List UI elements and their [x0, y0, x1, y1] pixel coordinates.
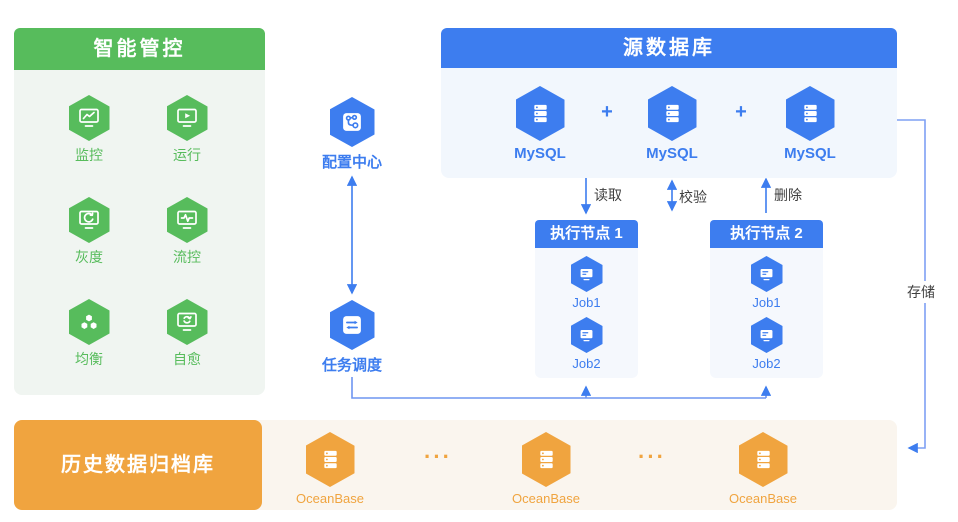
smart-item-gray-release: 灰度	[44, 197, 134, 267]
delete-label: 删除	[774, 187, 802, 203]
job-monitor-icon	[750, 317, 783, 353]
mysql-node-1: MySQL	[495, 86, 585, 162]
smart-item-label: 流控	[173, 249, 201, 265]
source-db-header: 源数据库	[441, 28, 897, 68]
verify-label: 校验	[679, 189, 707, 205]
mysql-node-2: MySQL	[627, 86, 717, 162]
job-monitor-icon	[570, 256, 603, 292]
oceanbase-node-2: OceanBase	[496, 432, 596, 506]
job-monitor-icon	[570, 317, 603, 353]
exec-node-2-header: 执行节点 2	[710, 220, 823, 248]
oceanbase-label: OceanBase	[296, 491, 364, 506]
task-dispatch-line	[351, 377, 766, 399]
smart-item-label: 均衡	[75, 351, 103, 367]
server-icon	[515, 86, 565, 141]
config-center-node: 配置中心	[302, 97, 402, 172]
job-label: Job2	[572, 356, 601, 371]
smart-item-label: 自愈	[173, 351, 201, 367]
archive-header: 历史数据归档库	[14, 420, 262, 510]
smart-item-self-healing: 自愈	[142, 299, 232, 369]
smart-item-label: 运行	[173, 147, 201, 163]
ellipsis-separator: ···	[424, 444, 452, 469]
server-icon	[305, 432, 355, 487]
monitor-play-icon	[166, 95, 208, 141]
smart-control-header: 智能管控	[14, 28, 265, 70]
oceanbase-node-1: OceanBase	[280, 432, 380, 506]
monitor-chart-icon	[68, 95, 110, 141]
job-label: Job1	[752, 295, 781, 310]
config-icon	[329, 97, 375, 147]
monitor-refresh-icon	[68, 197, 110, 243]
server-icon	[785, 86, 835, 141]
oceanbase-node-3: OceanBase	[713, 432, 813, 506]
smart-item-balancing: 均衡	[44, 299, 134, 369]
smart-item-monitoring: 监控	[44, 95, 134, 165]
oceanbase-label: OceanBase	[729, 491, 797, 506]
job-label: Job2	[752, 356, 781, 371]
exec-node-2-card: Job1 Job2	[710, 248, 823, 378]
plus-separator: +	[601, 101, 613, 123]
mysql-label: MySQL	[646, 145, 698, 162]
ellipsis-separator: ···	[638, 444, 666, 469]
read-label: 读取	[594, 187, 622, 203]
smart-control-panel	[14, 70, 265, 395]
exec-node-1-card: Job1 Job2	[535, 248, 638, 378]
monitor-pulse-icon	[166, 197, 208, 243]
task-scheduler-node: 任务调度	[302, 300, 402, 375]
store-label: 存储	[905, 281, 937, 303]
server-icon	[647, 86, 697, 141]
plus-separator: +	[735, 101, 747, 123]
mysql-label: MySQL	[784, 145, 836, 162]
server-icon	[521, 432, 571, 487]
monitor-sync-icon	[166, 299, 208, 345]
task-scheduler-label: 任务调度	[321, 357, 382, 374]
exec-node-1-header: 执行节点 1	[535, 220, 638, 248]
job-monitor-icon	[750, 256, 783, 292]
config-center-label: 配置中心	[321, 154, 382, 171]
smart-item-running: 运行	[142, 95, 232, 165]
smart-item-label: 监控	[75, 147, 103, 163]
oceanbase-label: OceanBase	[512, 491, 580, 506]
smart-item-label: 灰度	[75, 249, 103, 265]
mysql-node-3: MySQL	[765, 86, 855, 162]
mysql-label: MySQL	[514, 145, 566, 162]
cluster-icon	[68, 299, 110, 345]
smart-item-flow-control: 流控	[142, 197, 232, 267]
scheduler-icon	[329, 300, 375, 350]
job-label: Job1	[572, 295, 601, 310]
server-icon	[738, 432, 788, 487]
